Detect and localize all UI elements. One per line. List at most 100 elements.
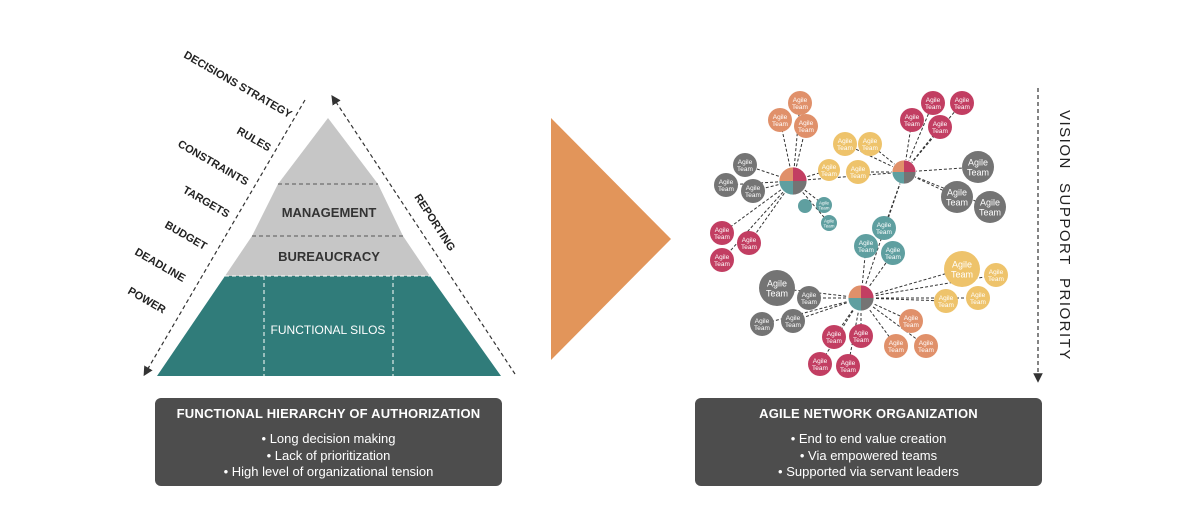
hub-quadrant	[779, 167, 793, 181]
team-label-line1: Agile	[889, 340, 904, 347]
team-label-line1: Agile	[827, 331, 842, 338]
team-label-line2: Team	[988, 276, 1004, 283]
team-label-line2: Team	[853, 337, 869, 344]
reporting-arrow-right	[331, 94, 516, 375]
team-circle	[928, 115, 952, 139]
bureaucracy-label: BUREAUCRACY	[278, 249, 380, 264]
vertical-word-priority: PRIORITY	[1056, 278, 1073, 361]
team-label-line1: Agile	[738, 159, 753, 166]
team-circle	[884, 334, 908, 358]
team-circle	[833, 132, 857, 156]
network-bullet: End to end value creation	[695, 431, 1042, 448]
team-label-line2: Team	[714, 261, 730, 268]
team-label-line1: Agile	[813, 358, 828, 365]
hub-quadrant	[848, 285, 861, 298]
team-label-line1: Agile	[746, 185, 761, 192]
authority-arrow-left	[143, 99, 306, 377]
team-circle	[941, 181, 973, 213]
team-label-line2: Team	[925, 104, 941, 111]
team-label-line2: Team	[862, 145, 878, 152]
team-label-line2: Team	[938, 302, 954, 309]
team-label-line2: Team	[826, 338, 842, 345]
team-label-line1: Agile	[919, 340, 934, 347]
team-label-line1: Agile	[742, 237, 757, 244]
team-label-line1: Agile	[715, 227, 730, 234]
team-label-line2: Team	[979, 208, 1001, 218]
network-bullet: Via empowered teams	[695, 448, 1042, 465]
team-circle	[741, 179, 765, 203]
network-link	[903, 119, 913, 173]
vertical-word-support: SUPPORT	[1056, 183, 1073, 266]
hub-quadrant	[904, 160, 916, 172]
team-label-line1: Agile	[822, 164, 837, 171]
team-circle	[872, 216, 896, 240]
servant-leader-hub	[778, 166, 808, 196]
management-level	[252, 184, 403, 236]
team-label-line1: Agile	[755, 318, 770, 325]
team-label-line2: Team	[858, 247, 874, 254]
team-label-line1: Agile	[886, 247, 901, 254]
pyramid-top-level	[278, 118, 378, 184]
hub-quadrant	[892, 172, 904, 184]
team-label-line1: Agile	[933, 121, 948, 128]
team-label-line2: Team	[837, 145, 853, 152]
team-circle	[934, 289, 958, 313]
team-circle	[818, 159, 840, 181]
hub-quadrant	[779, 181, 793, 195]
team-label-line1: Agile	[793, 97, 808, 104]
team-label-line2: Team	[714, 234, 730, 241]
network-link	[860, 274, 997, 299]
side-label-decisions-strategy: DECISIONS STRATEGY	[182, 49, 295, 121]
team-label-line1: Agile	[799, 120, 814, 127]
network-link	[721, 180, 794, 261]
team-label-line2: Team	[785, 322, 801, 329]
team-label-line1: Agile	[819, 200, 830, 205]
team-circle	[794, 114, 818, 138]
team-circle	[914, 334, 938, 358]
team-label-line1: Agile	[905, 114, 920, 121]
team-label-line1: Agile	[854, 330, 869, 337]
team-label-line1: Agile	[767, 279, 787, 289]
team-circle	[846, 160, 870, 184]
side-label-constraints: CONSTRAINTS	[176, 138, 251, 188]
hierarchy-bullet: Long decision making	[155, 431, 502, 448]
team-label-line1: Agile	[980, 198, 1000, 208]
team-label-line1: Agile	[719, 179, 734, 186]
team-label-line1: Agile	[989, 269, 1004, 276]
team-label-line1: Agile	[955, 97, 970, 104]
team-label-line2: Team	[840, 367, 856, 374]
team-circle	[710, 248, 734, 272]
functional-silos-level	[157, 276, 501, 376]
hub-quadrant	[892, 160, 904, 172]
hierarchy-pyramid: MANAGEMENT BUREAUCRACY FUNCTIONAL SILOS …	[126, 49, 516, 377]
side-label-deadline: DEADLINE	[133, 246, 188, 285]
team-circle	[966, 286, 990, 310]
network-link	[860, 245, 867, 299]
team-circle	[822, 325, 846, 349]
team-circle	[710, 221, 734, 245]
team-label-line2: Team	[754, 325, 770, 332]
network-link	[761, 297, 862, 325]
hub-quadrant	[793, 181, 807, 195]
team-circle	[797, 286, 821, 310]
